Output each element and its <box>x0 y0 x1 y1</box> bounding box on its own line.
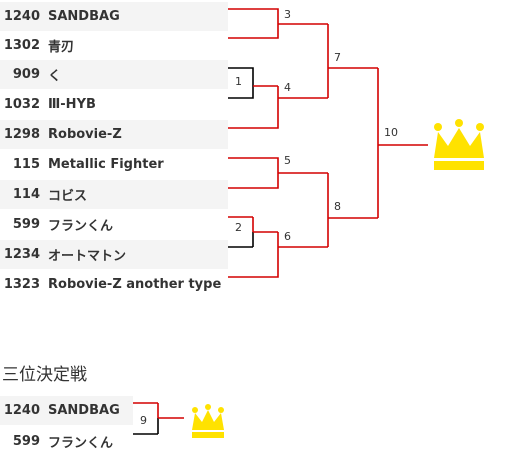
match-1-bracket <box>228 67 254 99</box>
entry-name: フランくん <box>48 436 114 451</box>
match-label: 9 <box>140 414 147 427</box>
entry-row: 1234 オートマトン <box>0 240 228 269</box>
entry-name: SANDBAG <box>48 9 120 24</box>
third-place-title: 三位決定戦 <box>2 365 87 385</box>
entry-row: 1298 Robovie-Z <box>0 120 228 149</box>
entry-name: オートマトン <box>48 249 127 264</box>
entry-number: 1032 <box>3 97 40 112</box>
entry-row: 114 コビス <box>0 180 228 209</box>
entry-name: Robovie-Z <box>48 127 122 142</box>
match-label: 5 <box>284 154 291 167</box>
entry-number: 599 <box>12 217 40 232</box>
match-label: 2 <box>235 221 242 234</box>
match-5-bracket <box>228 157 279 189</box>
match-label: 8 <box>334 200 341 213</box>
entry-name: Metallic Fighter <box>48 157 164 172</box>
entry-name: Robovie-Z another type <box>48 277 222 292</box>
entry-row: 1240 SANDBAG <box>0 396 133 425</box>
match-label: 6 <box>284 230 291 243</box>
entry-row: 599 フランくん <box>0 427 133 456</box>
entry-number: 115 <box>12 157 40 172</box>
entry-row: 1240 SANDBAG <box>0 2 228 31</box>
entry-number: 1323 <box>3 277 40 292</box>
entry-number: 1302 <box>3 38 40 53</box>
entry-number: 114 <box>12 187 40 202</box>
entry-name: フランくん <box>48 219 114 234</box>
entry-row: 909 く <box>0 60 228 89</box>
entry-name: Ⅲ-HYB <box>48 97 96 112</box>
match-label: 1 <box>235 75 242 88</box>
match-label: 4 <box>284 81 291 94</box>
entry-number: 1240 <box>3 403 40 418</box>
entry-row: 1302 青刃 <box>0 31 228 60</box>
entry-name: SANDBAG <box>48 403 120 418</box>
match-label: 10 <box>384 126 398 139</box>
match-label: 3 <box>284 8 291 21</box>
entry-number: 1234 <box>3 247 40 262</box>
match-3-bracket <box>228 8 279 39</box>
entry-number: 599 <box>12 434 40 449</box>
entry-name: く <box>48 69 62 84</box>
match-label: 7 <box>334 51 341 64</box>
entry-row: 599 フランくん <box>0 210 228 239</box>
entry-name: コビス <box>48 189 88 204</box>
crown-icon <box>192 404 224 438</box>
match-4-bracket <box>228 86 279 129</box>
crown-icon <box>434 119 484 170</box>
entry-name: 青刃 <box>48 40 75 55</box>
entry-number: 909 <box>12 67 40 82</box>
entry-row: 1032 Ⅲ-HYB <box>0 90 228 119</box>
entry-row: 115 Metallic Fighter <box>0 150 228 179</box>
entry-number: 1240 <box>3 9 40 24</box>
entry-number: 1298 <box>3 127 40 142</box>
entry-row: 1323 Robovie-Z another type <box>0 270 228 299</box>
